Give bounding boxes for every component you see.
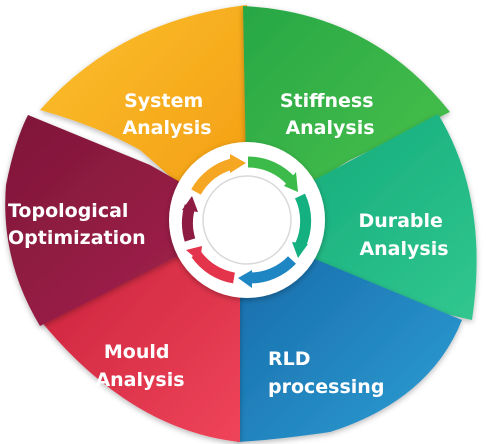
arrowhead-teal	[292, 242, 308, 258]
segment-durable-analysis	[247, 114, 477, 320]
cycle-arrow-heads	[182, 154, 308, 288]
label-durable-analysis: Durable Analysis	[358, 210, 449, 260]
segments-group	[5, 5, 477, 442]
labels-group: System Analysis Stiffness Analysis Durab…	[8, 90, 449, 398]
arrowhead-orange	[230, 154, 246, 173]
arrowhead-maroon	[182, 196, 198, 212]
cycle-arrow-blue	[249, 256, 296, 284]
label-mould-analysis: Mould Analysis	[95, 341, 184, 391]
label-topological-optimization: Topological Optimization	[8, 200, 146, 249]
label-rld-processing: RLD processing	[268, 348, 384, 398]
hub-inner-disc	[202, 175, 292, 265]
cycle-arrow-green	[247, 156, 297, 186]
arrowhead-blue	[238, 270, 252, 288]
arrowhead-green	[284, 172, 298, 192]
cycle-arrow-teal	[294, 193, 312, 249]
arrowhead-red	[186, 246, 202, 262]
center-hub	[169, 142, 325, 298]
label-system-analysis: System Analysis	[122, 90, 211, 139]
label-stiffness-analysis: Stiffness Analysis	[280, 90, 380, 139]
cycle-arrow-orange	[191, 158, 234, 195]
segment-topological-optimization	[5, 115, 247, 326]
cycle-arrow-maroon	[181, 204, 196, 242]
